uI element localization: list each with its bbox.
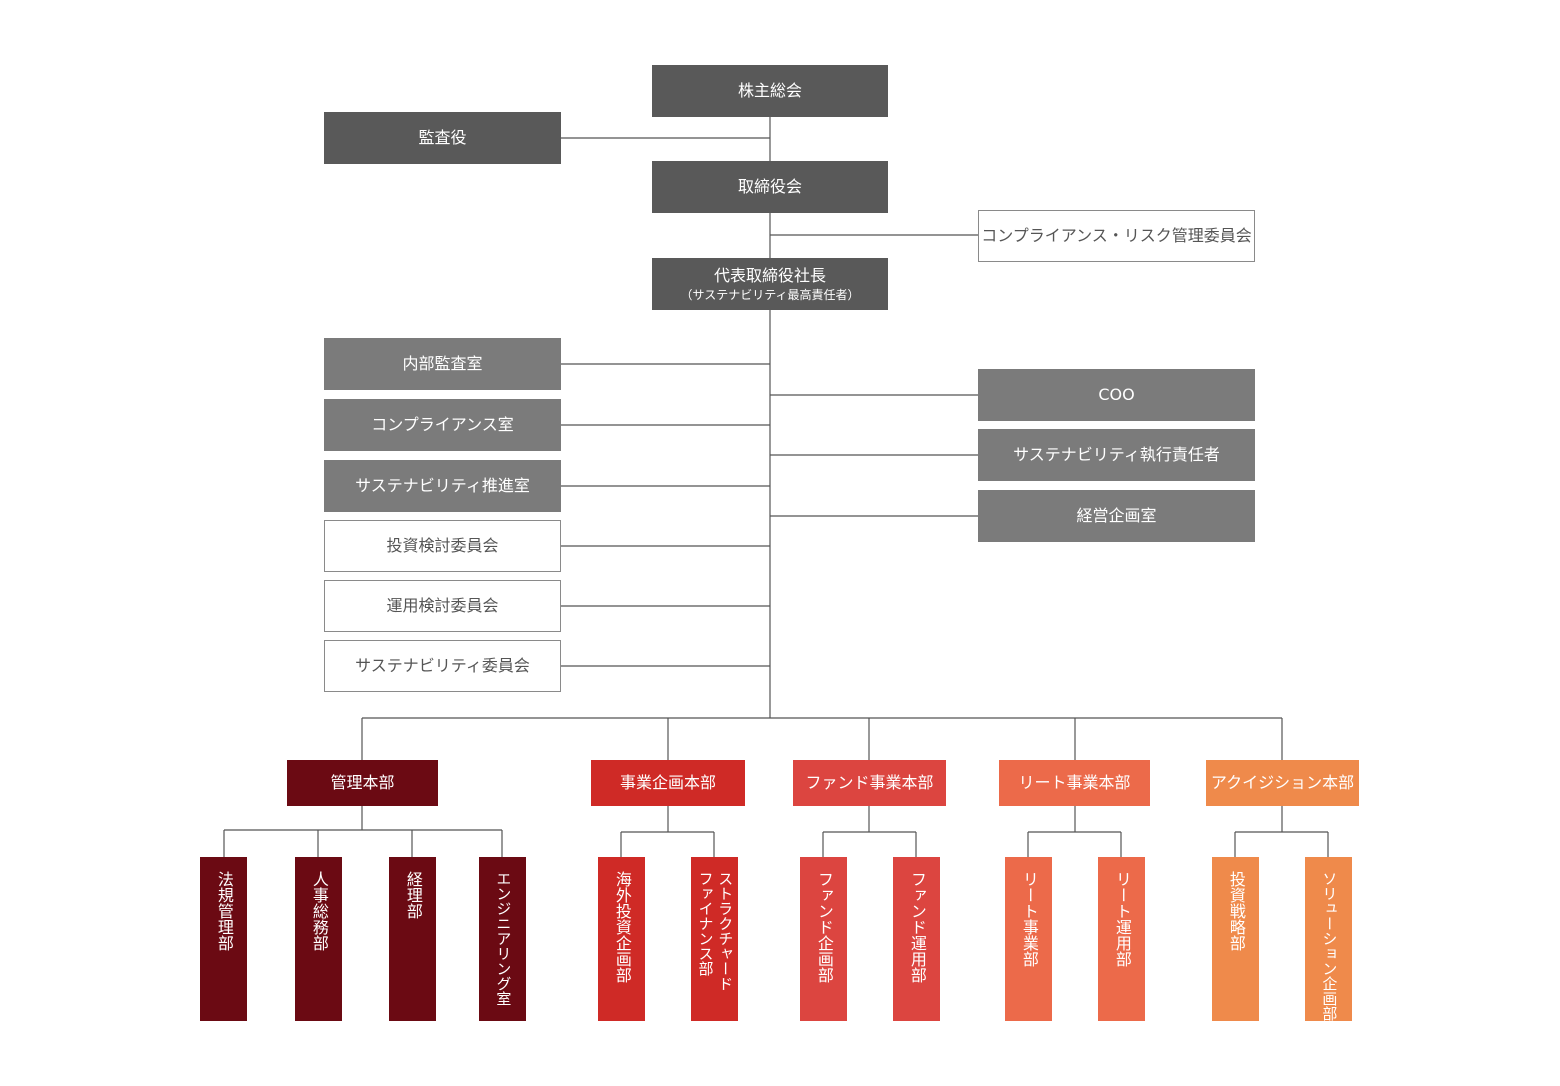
division-label: ファンド事業本部 [805, 773, 934, 792]
ceo-label: 代表取締役社長 [713, 265, 826, 285]
division-box-reit-business: リート事業本部 [999, 760, 1150, 806]
department-box: リート運用部 [1098, 857, 1145, 1021]
auditor-label: 監査役 [418, 128, 467, 147]
staff-label: 経営企画室 [1076, 506, 1157, 525]
department-box: 投資戦略部 [1212, 857, 1259, 1021]
department-box: 法規管理部 [200, 857, 247, 1021]
auditor-box: 監査役 [324, 112, 561, 164]
staff-label: サステナビリティ執行責任者 [1013, 445, 1220, 464]
division-label: 管理本部 [330, 773, 395, 792]
shareholders-meeting-label: 株主総会 [737, 81, 802, 100]
compliance-risk-committee-label: コンプライアンス・リスク管理委員会 [981, 226, 1252, 245]
sustainability-committee-box: サステナビリティ委員会 [324, 640, 561, 692]
department-label: 経理部 [403, 871, 423, 919]
division-box-business-planning: 事業企画本部 [591, 760, 745, 806]
corporate-planning-office-box: 経営企画室 [978, 490, 1255, 542]
staff-label: コンプライアンス室 [371, 415, 514, 434]
committee-label: サステナビリティ委員会 [355, 656, 530, 675]
division-label: リート事業本部 [1018, 773, 1131, 792]
department-box: ソリューション企画部 [1305, 857, 1352, 1021]
department-label: ファイナンス部 [696, 871, 715, 976]
sustainability-promotion-office-box: サステナビリティ推進室 [324, 460, 561, 512]
department-label: エンジニアリング室 [494, 871, 513, 1006]
board-box: 取締役会 [652, 161, 888, 213]
staff-label: COO [1098, 385, 1135, 404]
compliance-risk-committee-box: コンプライアンス・リスク管理委員会 [978, 210, 1255, 262]
internal-audit-office-box: 内部監査室 [324, 338, 561, 390]
ceo-box: 代表取締役社長 （サステナビリティ最高責任者） [652, 258, 888, 310]
coo-box: COO [978, 369, 1255, 421]
department-box: ファンド運用部 [893, 857, 940, 1021]
department-label: ファンド企画部 [814, 871, 834, 983]
staff-label: 内部監査室 [402, 354, 483, 373]
department-label: リート運用部 [1112, 871, 1132, 967]
department-label: 人事総務部 [309, 871, 329, 951]
department-label: リート事業部 [1019, 871, 1039, 967]
ceo-sublabel: （サステナビリティ最高責任者） [680, 287, 860, 302]
division-label: アクイジション本部 [1210, 773, 1355, 792]
department-label: ストラクチャード [716, 871, 735, 991]
department-box: 経理部 [389, 857, 436, 1021]
department-label: ファンド運用部 [907, 871, 927, 983]
department-label: ソリューション企画部 [1320, 871, 1339, 1021]
shareholders-meeting-box: 株主総会 [652, 65, 888, 117]
department-label: 海外投資企画部 [612, 871, 632, 983]
board-label: 取締役会 [737, 177, 802, 196]
department-box: 海外投資企画部 [598, 857, 645, 1021]
department-label: 投資戦略部 [1226, 871, 1246, 951]
investment-review-committee-box: 投資検討委員会 [324, 520, 561, 572]
department-box: エンジニアリング室 [479, 857, 526, 1021]
committee-label: 運用検討委員会 [386, 596, 499, 615]
compliance-office-box: コンプライアンス室 [324, 399, 561, 451]
department-label: 法規管理部 [214, 871, 234, 951]
division-box-administration: 管理本部 [287, 760, 438, 806]
division-box-acquisition: アクイジション本部 [1206, 760, 1359, 806]
division-label: 事業企画本部 [619, 773, 716, 792]
department-box: ストラクチャード ファイナンス部 [691, 857, 738, 1021]
division-box-fund-business: ファンド事業本部 [793, 760, 946, 806]
operations-review-committee-box: 運用検討委員会 [324, 580, 561, 632]
staff-label: サステナビリティ推進室 [355, 476, 530, 495]
sustainability-executive-box: サステナビリティ執行責任者 [978, 429, 1255, 481]
department-box: リート事業部 [1005, 857, 1052, 1021]
department-box: ファンド企画部 [800, 857, 847, 1021]
committee-label: 投資検討委員会 [386, 536, 499, 555]
department-box: 人事総務部 [295, 857, 342, 1021]
